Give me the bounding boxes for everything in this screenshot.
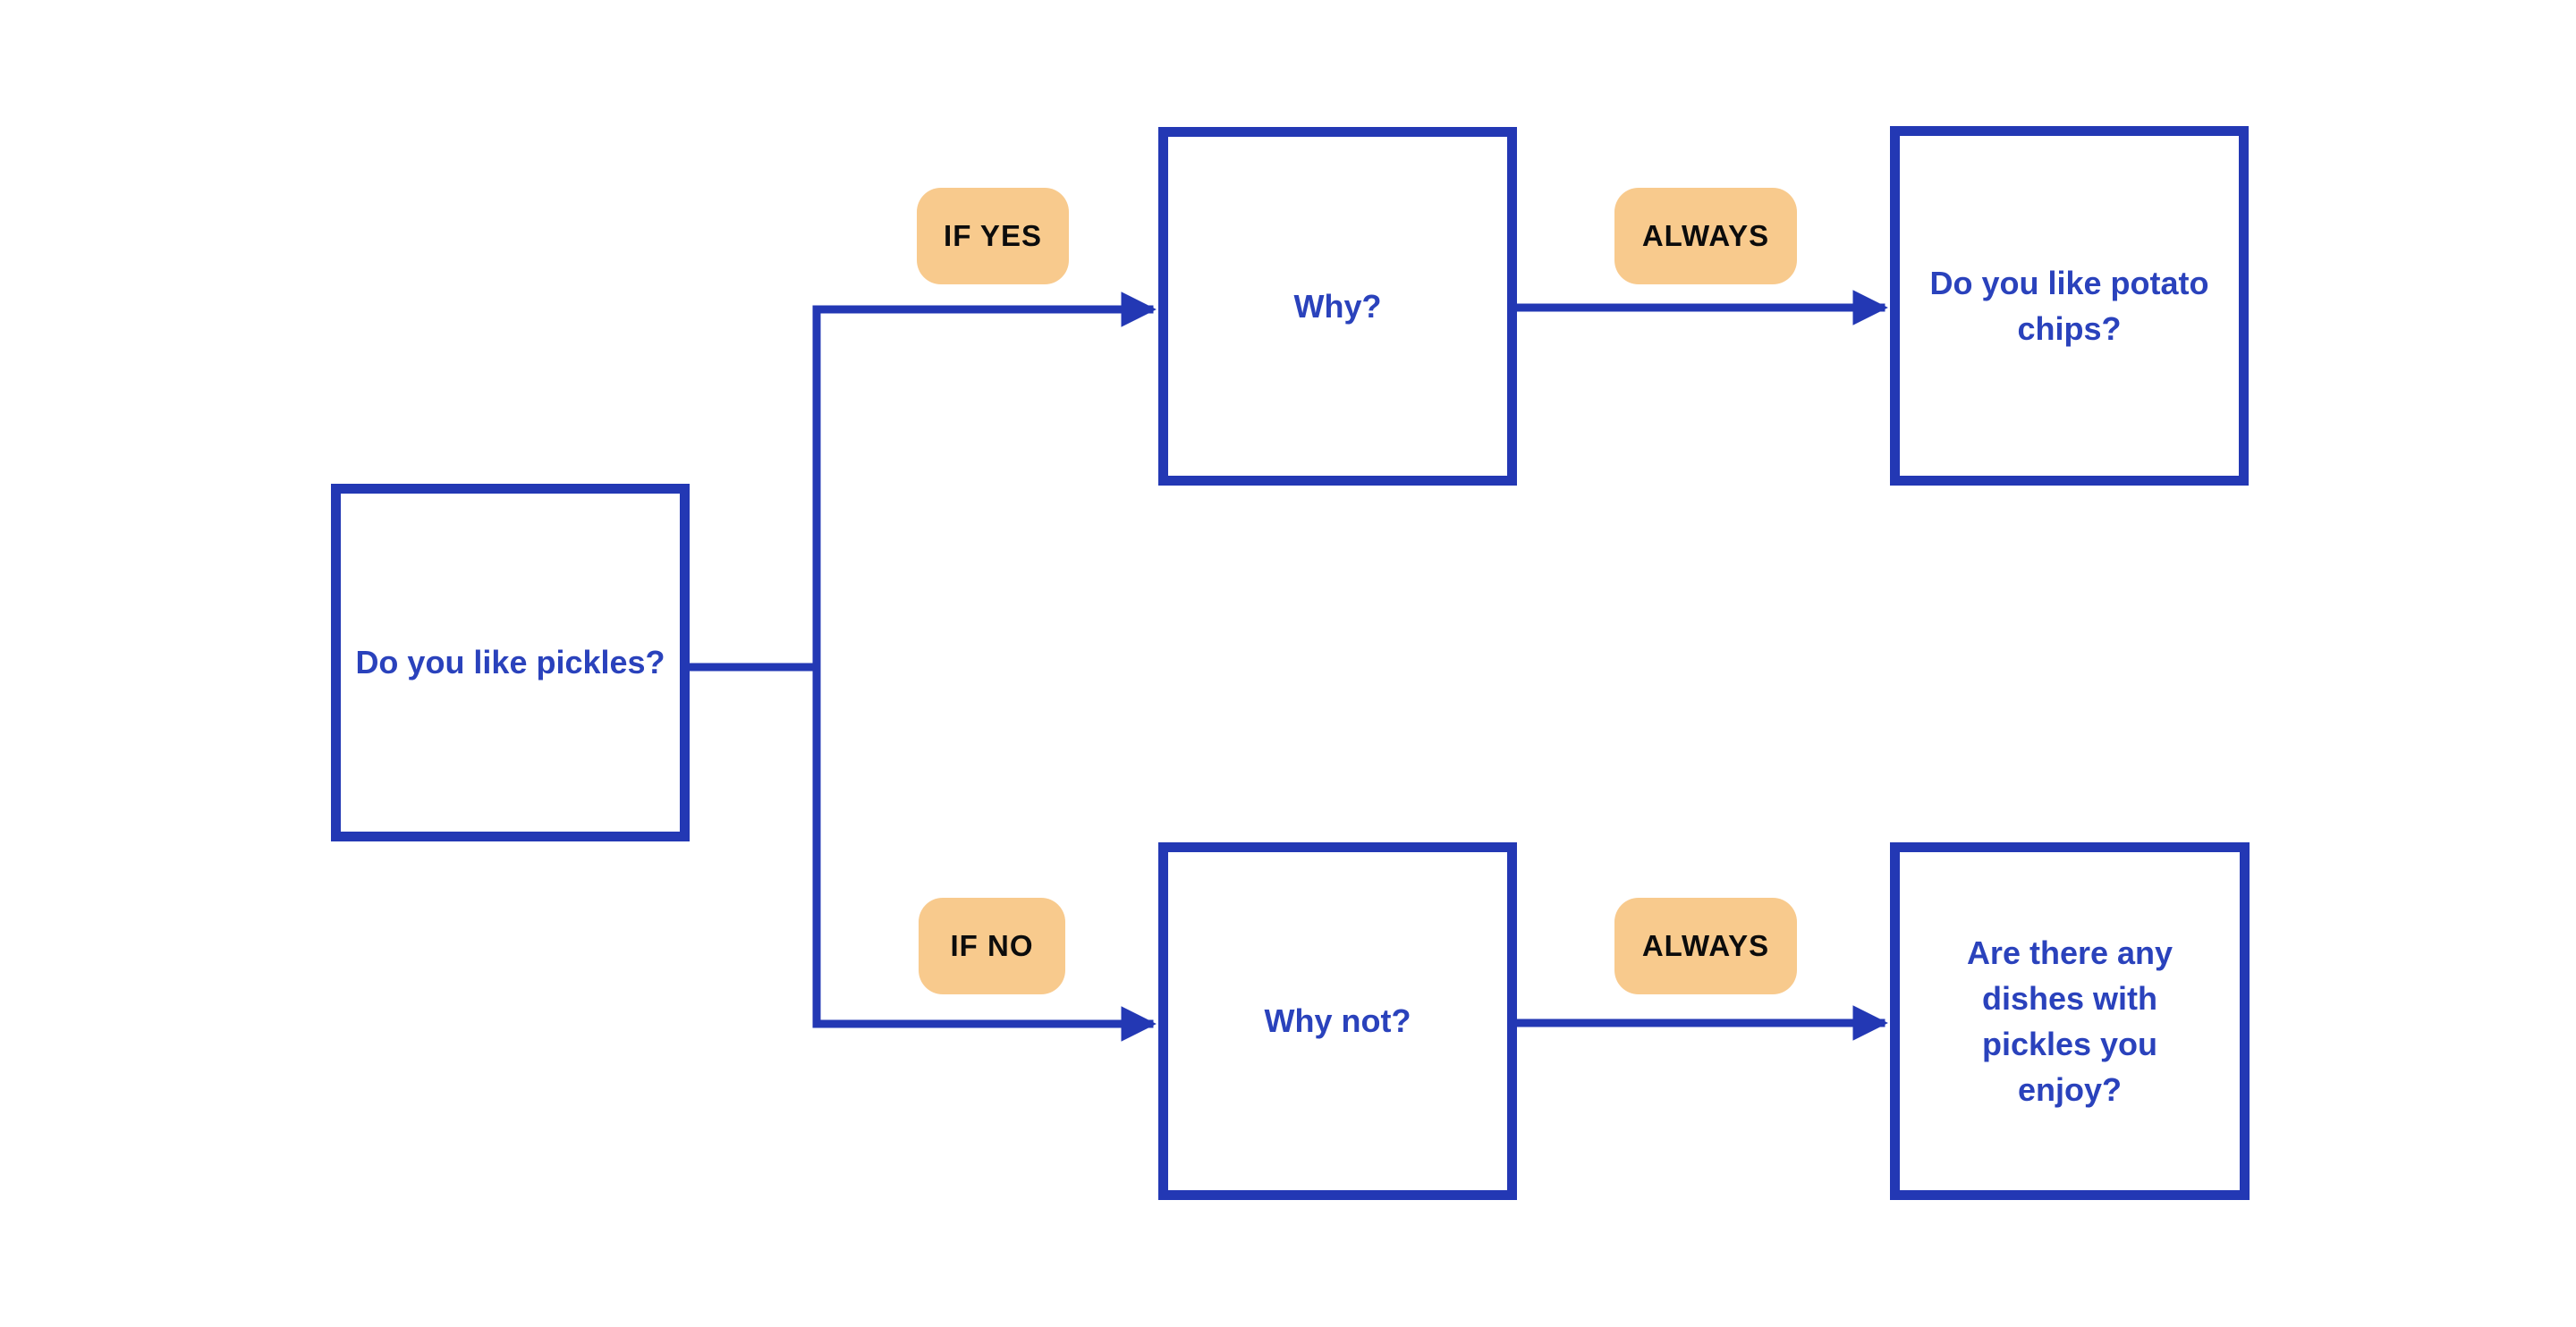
node-dishes-with-pickles: Are there any dishes with pickles you en… <box>1890 842 2250 1200</box>
edge-label-if-yes: IF YES <box>917 188 1069 284</box>
node-label: Why? <box>1293 287 1382 325</box>
edge-label-if-no: IF NO <box>919 898 1065 994</box>
node-do-you-like-pickles: Do you like pickles? <box>331 484 690 841</box>
node-label: Are there any dishes with pickles you en… <box>1966 934 2174 1109</box>
edge-label-always-bottom: ALWAYS <box>1614 898 1797 994</box>
node-label: Do you like pickles? <box>355 644 665 681</box>
node-why: Why? <box>1158 127 1517 486</box>
node-label: Do you like potato chips? <box>1929 264 2209 347</box>
node-why-not: Why not? <box>1158 842 1517 1200</box>
node-label: Why not? <box>1264 1002 1411 1040</box>
edge-label-always-top: ALWAYS <box>1614 188 1797 284</box>
node-do-you-like-potato-chips: Do you like potato chips? <box>1890 126 2249 486</box>
